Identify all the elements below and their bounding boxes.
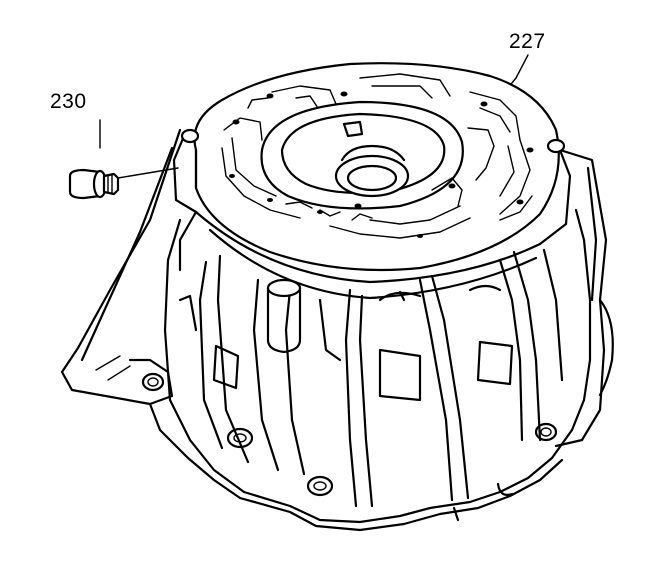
part-230-plug <box>68 168 120 200</box>
case-body <box>148 208 592 532</box>
callout-label-227: 227 <box>509 30 546 53</box>
callout-label-230: 230 <box>50 90 87 113</box>
right-mounting-ear <box>554 148 614 448</box>
upper-case-wall <box>172 134 572 300</box>
top-flange <box>180 62 566 272</box>
leader-line-230-to-case <box>117 167 179 179</box>
left-mounting-ear <box>60 128 182 406</box>
